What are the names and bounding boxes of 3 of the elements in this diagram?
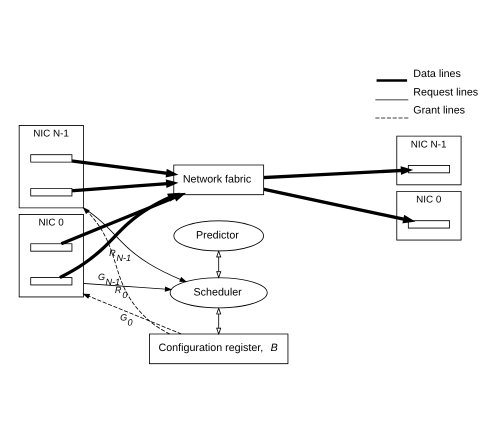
legend-label: Request lines	[412, 86, 478, 98]
legend-label: Grant lines	[412, 104, 465, 116]
legend-label: Data lines	[412, 68, 460, 80]
